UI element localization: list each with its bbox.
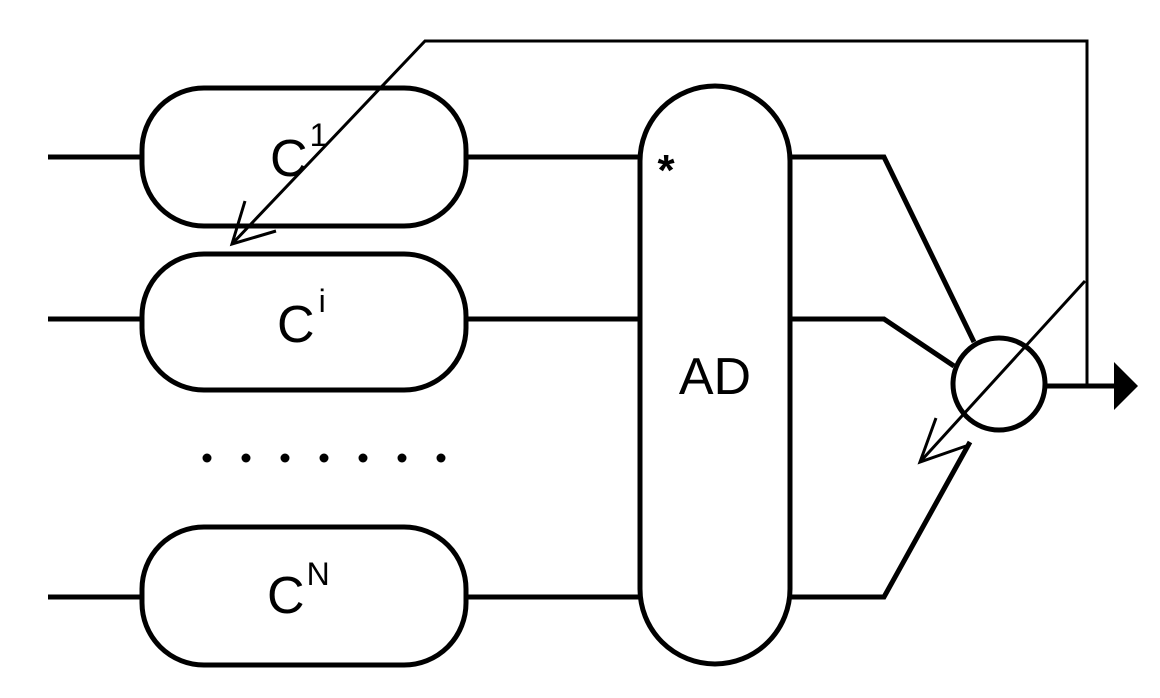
ad-marker-star: * — [657, 146, 675, 195]
ellipsis-dot — [397, 453, 407, 463]
ellipsis-dot — [202, 453, 212, 463]
ad-output-top — [790, 154, 977, 344]
combiner-adjust-line — [918, 279, 1087, 464]
ellipsis-dot — [241, 453, 251, 463]
ellipsis-dot — [280, 453, 290, 463]
block-cn-label: CN — [267, 556, 330, 625]
ellipsis-dot — [319, 453, 329, 463]
block-c1 — [139, 85, 469, 229]
output-arrowhead — [1114, 362, 1138, 410]
feedback-loop — [230, 39, 1089, 386]
block-c1-label: C1 — [270, 117, 327, 188]
block-ci — [139, 251, 469, 393]
ad-output-bottom — [790, 440, 973, 600]
combiner-circle — [950, 335, 1048, 433]
ellipsis-dot — [358, 453, 368, 463]
block-ad-label: AD — [679, 348, 751, 406]
block-ad — [637, 83, 793, 667]
combiner-adjust-arrowhead — [917, 417, 967, 465]
feedback-arrowhead-c — [229, 200, 277, 247]
ad-output-mid — [790, 316, 956, 369]
ellipsis-dot — [436, 453, 446, 463]
ellipsis-dots — [202, 453, 446, 463]
block-cn — [139, 524, 469, 668]
